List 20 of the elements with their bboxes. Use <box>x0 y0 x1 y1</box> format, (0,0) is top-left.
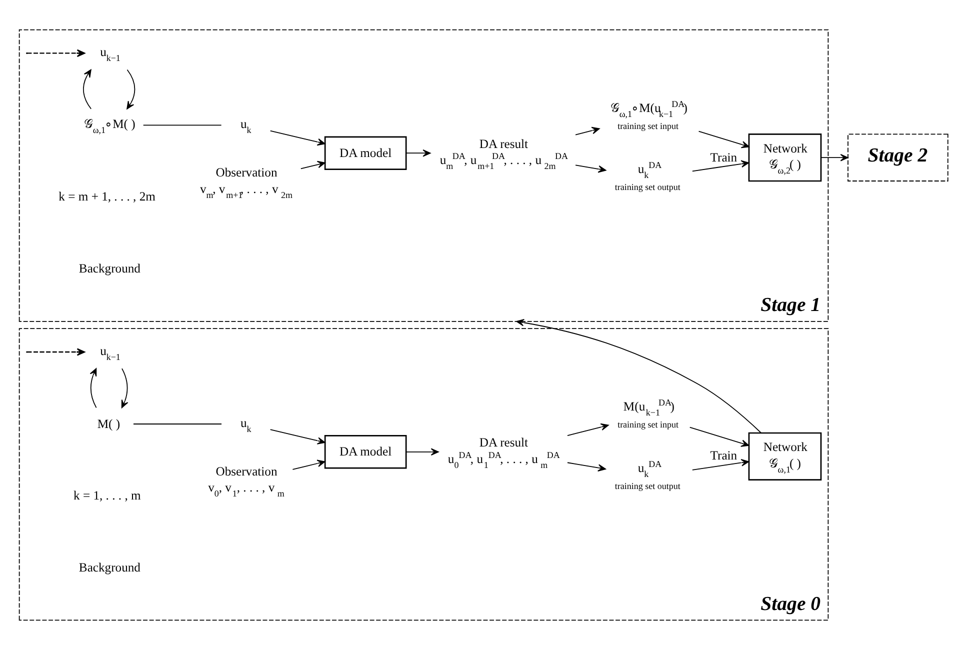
node-label: training set output <box>614 480 680 490</box>
node-text: M( ) <box>97 416 120 430</box>
node-text: u$_{k}$ <box>240 415 252 434</box>
node-label: training set output <box>614 182 680 192</box>
node-text: u$_{k−1}$ <box>100 44 120 63</box>
edge-label: Train <box>710 448 738 462</box>
edge-label: Train <box>710 150 738 164</box>
label: k = 1, . . . , m <box>74 488 141 502</box>
node-text: u$_{k−1}$ <box>100 343 120 362</box>
node-text: 𝒢$_{ω,1}$∘M(u$_{k−1}$$^{DA}$) <box>610 98 688 118</box>
label: Background <box>78 560 140 574</box>
node-text: u$_{k}$ <box>240 116 252 135</box>
node-text: Observation v$_{m}$, v$_{m+1}$, . . . , v$_{2m}$ <box>200 165 292 200</box>
node-text: 𝒢$_{ω,1}$∘M( ) <box>84 116 136 135</box>
label: Background <box>78 261 140 276</box>
node-text: Observation v$_{0}$, v$_{1}$, . . . , v$_{m}$ <box>208 464 284 498</box>
label: k = m + 1, . . . , 2m <box>58 189 156 204</box>
node-label: training set input <box>618 419 679 430</box>
node-text: M(u$_{k−1}$$^{DA}$) <box>623 397 674 418</box>
node-label: training set input <box>618 120 679 130</box>
